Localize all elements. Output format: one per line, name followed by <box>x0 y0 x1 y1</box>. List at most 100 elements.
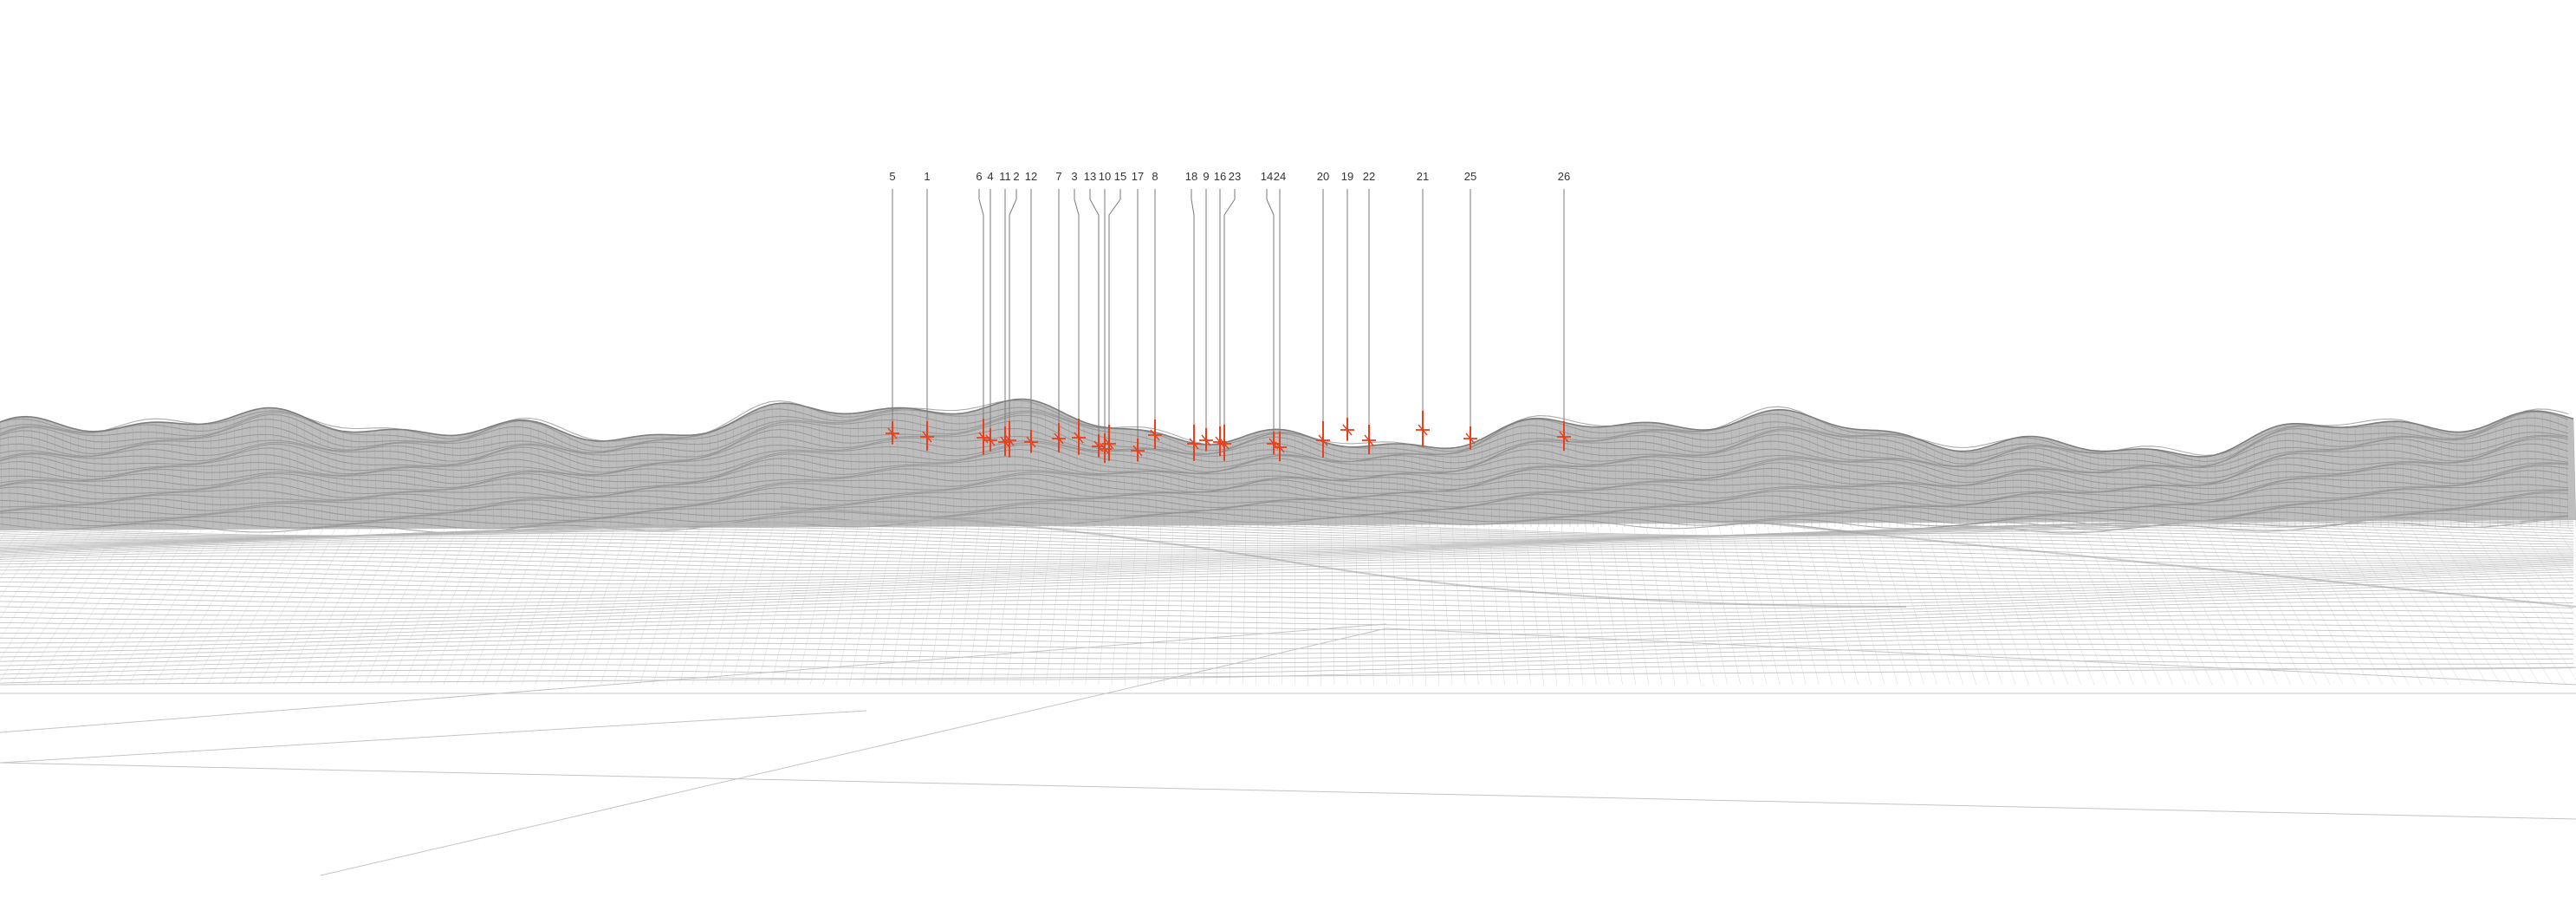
turbine-blade <box>985 434 996 446</box>
terrain-mesh-col <box>482 526 543 686</box>
terrain-hatch <box>1067 415 1072 528</box>
terrain-hatch <box>904 407 908 528</box>
terrain-mesh-col <box>1151 526 1162 686</box>
terrain-hatch <box>0 421 3 528</box>
terrain-mesh-col <box>312 526 386 686</box>
terrain-hatch <box>771 404 775 528</box>
ground-line <box>320 628 1387 876</box>
terrain-hatch <box>1052 407 1056 528</box>
turbine-label: 22 <box>1363 170 1375 183</box>
terrain-hatch <box>405 429 409 528</box>
terrain-mesh-col <box>168 526 252 686</box>
terrain-mesh-col <box>2422 526 2514 686</box>
terrain-hatch <box>919 409 924 528</box>
terrain-hatch <box>225 419 230 528</box>
terrain-hatch <box>1083 422 1087 528</box>
terrain-hatch <box>2151 449 2156 528</box>
terrain-ridge-band <box>779 506 1907 608</box>
terrain-mesh-col <box>1415 526 1427 686</box>
terrain-hatch <box>2175 452 2179 528</box>
turbine-blade <box>978 432 989 444</box>
terrain-mesh-col <box>731 526 774 686</box>
terrain-mesh-col <box>522 526 580 686</box>
turbine-label: 15 <box>1114 170 1126 183</box>
leader-line <box>978 189 984 427</box>
terrain-mesh-col <box>0 526 70 640</box>
terrain-mesh-row <box>0 517 2574 537</box>
terrain-mesh-col <box>1961 526 2016 686</box>
terrain-hatch <box>1723 426 1727 528</box>
terrain-hatch <box>1231 440 1236 528</box>
ground-line <box>0 710 867 764</box>
terrain-hatch <box>1598 426 1602 528</box>
terrain-hatch <box>62 425 66 528</box>
terrain-hatch <box>2417 424 2421 528</box>
terrain-mesh-col <box>2082 526 2147 686</box>
terrain-mesh-col <box>0 526 46 599</box>
terrain-hatch <box>1496 431 1501 528</box>
terrain-hatch <box>2027 436 2031 528</box>
leader-line <box>1191 189 1195 433</box>
terrain-mesh-col <box>2385 526 2475 686</box>
terrain-hatch <box>756 409 760 528</box>
terrain-hatch <box>397 429 401 528</box>
terrain-contour <box>0 444 2569 487</box>
terrain-hatch <box>1036 401 1041 528</box>
terrain-hatch <box>2557 414 2561 528</box>
terrain-contour <box>0 456 2569 492</box>
terrain-hatch <box>475 431 479 528</box>
terrain-hatch <box>1785 410 1789 528</box>
terrain-mesh-col <box>0 526 58 620</box>
terrain-mesh-col <box>704 526 749 686</box>
terrain-hatch <box>2385 421 2390 528</box>
terrain-hatch <box>2354 426 2359 528</box>
turbine-label: 16 <box>1214 170 1226 183</box>
terrain-hatch <box>849 413 853 528</box>
terrain-mesh-col <box>2228 526 2305 686</box>
terrain-hatch <box>1910 436 1914 528</box>
terrain-mesh-row <box>0 564 2574 582</box>
terrain-hatch <box>1239 438 1243 528</box>
terrain-mesh-col <box>2434 526 2527 686</box>
terrain-mesh-col <box>1072 526 1089 686</box>
terrain-mesh-col <box>2349 526 2436 686</box>
terrain-hatch <box>834 413 838 528</box>
terrain-mesh-col <box>993 526 1016 686</box>
terrain-mesh-col <box>691 526 737 686</box>
turbine-label: 24 <box>1274 170 1286 183</box>
terrain-hatch <box>2378 422 2382 528</box>
terrain-hatch <box>561 431 565 528</box>
terrain-hatch <box>467 433 471 528</box>
terrain-mesh-col <box>1900 526 1950 686</box>
terrain-contour <box>0 410 2569 466</box>
terrain-hatch <box>545 425 549 528</box>
terrain-mesh-col <box>1216 526 1223 686</box>
turbine-label: 6 <box>976 170 982 183</box>
terrain-hatch <box>412 430 417 528</box>
terrain-mesh-col <box>286 526 361 686</box>
terrain-hatch <box>1301 434 1306 528</box>
terrain-hatch <box>1348 446 1353 528</box>
turbine-label: 3 <box>1071 170 1077 183</box>
terrain-hatch <box>654 434 659 528</box>
terrain-mesh-col <box>2070 526 2134 686</box>
terrain-hatch <box>896 407 900 528</box>
terrain-hatch <box>1730 424 1735 528</box>
terrain-mesh-row <box>0 571 2574 592</box>
terrain-hatch <box>865 412 869 528</box>
terrain-mesh-col <box>0 526 82 661</box>
turbine-label: 23 <box>1229 170 1241 183</box>
terrain-hatch <box>2112 451 2117 528</box>
terrain-hatch <box>2307 424 2312 528</box>
terrain-hatch <box>1504 426 1509 528</box>
terrain-hatch <box>2534 411 2538 528</box>
terrain-hatch <box>2097 451 2101 528</box>
terrain-hatch <box>2198 456 2203 528</box>
terrain-hatch <box>2128 449 2132 528</box>
terrain-mesh-col <box>796 526 834 686</box>
turbine-label: 14 <box>1261 170 1273 183</box>
terrain-hatch <box>1434 447 1438 528</box>
terrain-hatch <box>1777 409 1781 528</box>
terrain-hatch <box>2050 439 2054 528</box>
